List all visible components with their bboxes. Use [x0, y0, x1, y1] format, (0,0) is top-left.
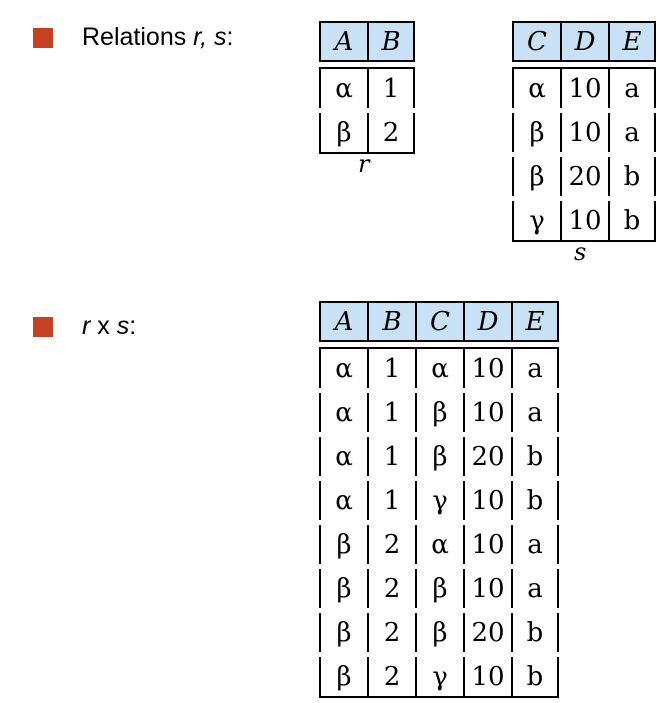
label-italic: s — [116, 312, 130, 340]
bullet-relations-label: Relations r, s: — [82, 22, 233, 52]
table-cell: β — [415, 569, 463, 608]
table-cell: β — [415, 437, 463, 476]
table-cell: γ — [415, 481, 463, 520]
table-cell: 2 — [367, 613, 415, 652]
column-header: A — [319, 301, 367, 342]
table-cell: 1 — [367, 481, 415, 520]
table-cell: α — [415, 525, 463, 564]
table-cell: α — [319, 481, 367, 520]
table-cell: α — [319, 67, 367, 108]
table-cell: β — [319, 569, 367, 608]
table-cell: β — [415, 613, 463, 652]
column-header: E — [608, 21, 656, 62]
table-cell: α — [319, 347, 367, 388]
table-cell: b — [511, 481, 559, 520]
table-cell: 10 — [560, 67, 608, 108]
table-cell: 1 — [367, 437, 415, 476]
column-header: C — [415, 301, 463, 342]
table-cell: 10 — [560, 113, 608, 152]
table-cell: a — [511, 393, 559, 432]
label-tail: : — [226, 23, 234, 51]
table-cell: a — [511, 347, 559, 388]
table-cell: β — [512, 157, 560, 196]
table-cell: β — [319, 657, 367, 698]
table-cell: 10 — [463, 347, 511, 388]
table-cell: b — [511, 437, 559, 476]
table-cell: γ — [512, 201, 560, 242]
table-cell: 2 — [367, 525, 415, 564]
table-cell: a — [608, 113, 656, 152]
table-cell: 20 — [463, 613, 511, 652]
column-header: B — [367, 301, 415, 342]
column-header: D — [463, 301, 511, 342]
table-cell: β — [415, 393, 463, 432]
column-header: D — [560, 21, 608, 62]
table-cell: β — [319, 113, 367, 154]
table-cell: β — [319, 525, 367, 564]
table-cell: 20 — [463, 437, 511, 476]
table-cell: γ — [415, 657, 463, 698]
table-cell: 1 — [367, 393, 415, 432]
column-header: E — [511, 301, 559, 342]
table-cell: 1 — [367, 67, 415, 108]
table-cell: α — [512, 67, 560, 108]
relation-s-caption: s — [574, 238, 587, 266]
label-italic: r, s — [193, 23, 227, 51]
label-tail: : — [129, 312, 137, 340]
table-cell: b — [608, 157, 656, 196]
table-cell: 10 — [463, 481, 511, 520]
table-cell: 10 — [560, 201, 608, 242]
table-cell: 2 — [367, 113, 415, 154]
table-cell: a — [511, 525, 559, 564]
table-cell: α — [319, 437, 367, 476]
table-cell: b — [608, 201, 656, 242]
label-text: Relations — [82, 23, 194, 51]
table-cell: b — [511, 657, 559, 698]
column-header: A — [319, 21, 367, 62]
table-cell: a — [608, 67, 656, 108]
table-cell: 1 — [367, 347, 415, 388]
table-cell: 20 — [560, 157, 608, 196]
bullet-marker — [33, 28, 53, 48]
bullet-rxs-label: r x s: — [82, 311, 136, 341]
label-tail: x — [90, 312, 117, 340]
label-italic: r — [82, 312, 91, 340]
table-cell: 10 — [463, 525, 511, 564]
table-cell: β — [319, 613, 367, 652]
table-cell: 2 — [367, 569, 415, 608]
table-cell: a — [511, 569, 559, 608]
table-cell: α — [319, 393, 367, 432]
table-cell: b — [511, 613, 559, 652]
table-cell: 2 — [367, 657, 415, 698]
table-cell: 10 — [463, 393, 511, 432]
relation-r-caption: r — [358, 150, 370, 178]
column-header: B — [367, 21, 415, 62]
column-header: C — [512, 21, 560, 62]
bullet-marker — [33, 317, 53, 337]
table-cell: 10 — [463, 657, 511, 698]
table-cell: α — [415, 347, 463, 388]
table-cell: 10 — [463, 569, 511, 608]
table-cell: β — [512, 113, 560, 152]
